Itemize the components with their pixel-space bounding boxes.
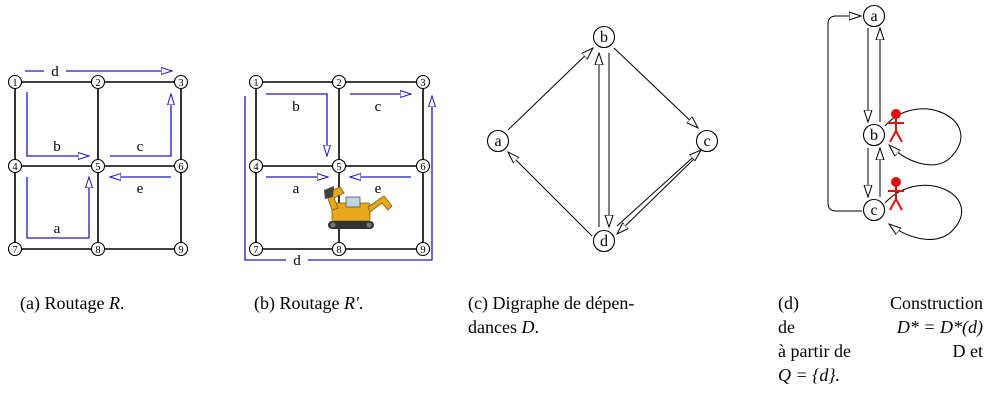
subfigure-d: a b c [827,4,962,240]
svg-text:4: 4 [12,162,18,173]
node-1: 1 [248,74,264,90]
node-2: 2 [90,74,106,90]
route-a [26,177,89,239]
node-b: b [862,123,886,147]
route-b [26,92,89,156]
caption-c: (c) Digraphe de dépen- dances D. [468,293,635,337]
svg-text:6: 6 [178,162,183,173]
edge-c-d [617,156,697,234]
route-label-d: d [293,253,301,269]
route-label-b: b [292,99,300,115]
edge-b-c [613,47,698,128]
svg-text:a: a [870,8,877,25]
node-9: 9 [173,241,189,257]
svg-text:6: 6 [420,162,425,173]
person-icon [888,109,904,143]
nodes-d: a b c [862,4,886,222]
route-label-e: e [137,181,144,197]
edges-c [507,47,701,237]
svg-text:b: b [870,127,878,144]
svg-text:7: 7 [253,245,258,256]
nodes-a: 1 2 3 4 5 6 7 8 9 [7,74,189,257]
svg-text:3: 3 [178,78,183,89]
node-7: 7 [7,241,23,257]
svg-text:5: 5 [95,162,100,173]
node-3: 3 [173,74,189,90]
node-6: 6 [173,158,189,174]
subfigure-b: b c a e d 1 2 3 4 5 6 7 [244,74,432,269]
route-label-c: c [137,139,144,155]
subfigure-a: d b c e a 1 2 3 4 5 6 7 8 9 [7,64,189,257]
node-2: 2 [331,74,347,90]
node-3: 3 [415,74,431,90]
route-c [110,94,171,157]
node-a: a [862,4,886,28]
node-d: d [592,229,616,253]
route-d [244,96,432,261]
svg-text:d: d [600,233,608,250]
subfigure-c: a b c d [486,25,719,253]
route-label-a: a [54,221,61,237]
svg-text:c: c [870,202,877,219]
node-4: 4 [248,158,264,174]
node-9: 9 [415,241,431,257]
node-5: 5 [331,158,347,174]
route-label-d: d [51,64,59,80]
excavator-image [324,186,393,229]
svg-text:1: 1 [253,78,258,89]
svg-text:5: 5 [336,162,341,173]
nodes-b: 1 2 3 4 5 6 7 8 9 [248,74,431,257]
route-label-a: a [293,181,300,197]
svg-text:2: 2 [95,78,100,89]
node-1: 1 [7,74,23,90]
node-5: 5 [90,158,106,174]
node-b: b [592,25,616,49]
route-label-e: e [375,181,382,197]
node-8: 8 [331,241,347,257]
loop-c [884,184,962,240]
node-a: a [486,129,510,153]
svg-text:4: 4 [253,162,259,173]
node-8: 8 [90,241,106,257]
svg-text:7: 7 [12,245,17,256]
edge-d-a [508,152,593,237]
svg-text:9: 9 [178,245,183,256]
routes-a: d b c e a [25,64,172,239]
svg-text:a: a [494,133,501,150]
svg-text:8: 8 [336,245,341,256]
person-icon [888,177,904,211]
edge-c-a [827,16,862,212]
svg-text:1: 1 [12,78,17,89]
svg-text:3: 3 [420,78,425,89]
svg-text:b: b [600,29,608,46]
node-4: 4 [7,158,23,174]
node-c: c [695,129,719,153]
loop-b [884,108,962,166]
node-7: 7 [248,241,264,257]
node-6: 6 [415,158,431,174]
node-c: c [862,198,886,222]
svg-text:8: 8 [95,245,100,256]
caption-a: (a) Routage R. [20,293,125,313]
edge-d-c [616,150,701,227]
route-b [266,93,327,156]
svg-text:2: 2 [336,78,341,89]
svg-text:9: 9 [420,245,425,256]
svg-text:c: c [703,133,710,150]
routes-b: b c a e d [244,93,432,269]
route-label-c: c [375,99,382,115]
caption-b: (b) Routage R′. [254,293,364,313]
edge-a-b [507,48,593,131]
edges-d [827,16,962,240]
nodes-c: a b c d [486,25,719,253]
route-label-b: b [53,139,61,155]
